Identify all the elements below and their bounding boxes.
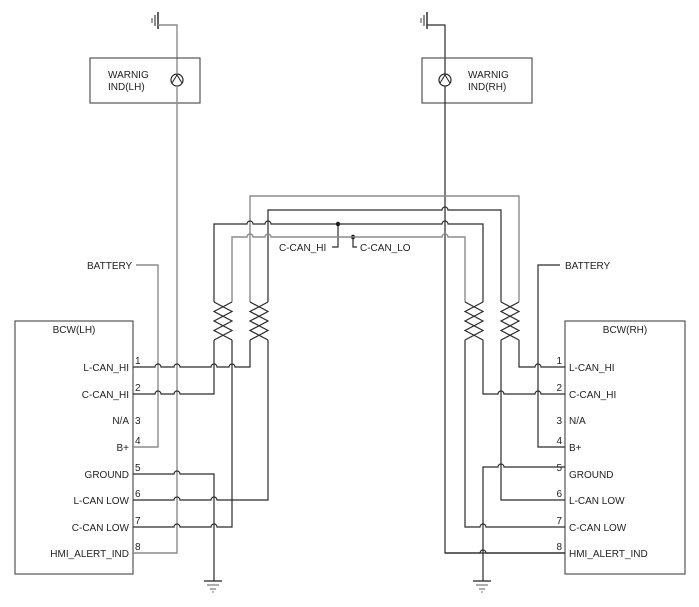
bcw-rh-pin-label: C-CAN_HI	[569, 390, 616, 401]
warning-rh-line2: IND(RH)	[468, 82, 506, 93]
bcw-lh-pin-number: 7	[135, 516, 141, 527]
bcw-lh-pin-number: 5	[135, 463, 141, 474]
bcw-rh-pin-label: L-CAN LOW	[569, 496, 625, 507]
lamp-icon	[438, 73, 452, 87]
twisted-pair-rh-l-can	[499, 301, 521, 341]
warning-indicator-lh: WARNIG IND(LH)	[89, 57, 201, 104]
wire-lh-pin6	[133, 340, 269, 501]
bcw-rh-pin-number: 6	[556, 489, 562, 500]
ground-symbol-bottom-rh	[473, 580, 491, 593]
bcw-lh-module: BCW(LH)	[14, 320, 134, 575]
battery-label-rh: BATTERY	[565, 261, 611, 272]
wire-lh-pin2	[133, 340, 215, 395]
bcw-lh-pin-label: L-CAN LOW	[73, 496, 129, 507]
twisted-pair-lh-l-can	[248, 301, 270, 341]
battery-label-lh: BATTERY	[87, 261, 133, 272]
bcw-lh-pin-label: L-CAN_HI	[83, 363, 129, 374]
bcw-lh-title: BCW(LH)	[53, 325, 96, 336]
bcw-rh-module: BCW(RH)	[564, 320, 686, 575]
bcw-rh-pin-number: 7	[556, 516, 562, 527]
bcw-lh-pin-label: C-CAN LOW	[72, 523, 130, 534]
wire-lh-pin1	[133, 340, 251, 368]
ground-symbol-top-lh	[151, 12, 178, 72]
wire-rh-pin1	[518, 340, 565, 368]
wires	[133, 72, 565, 581]
bcw-lh-pin-number: 4	[135, 436, 141, 447]
warning-lh-line1: WARNIG	[108, 70, 149, 81]
wire-lh-pin7	[133, 340, 233, 528]
bus-hi-leader	[332, 225, 339, 248]
bus-label-c-can-hi: C-CAN_HI	[279, 243, 326, 254]
bcw-lh-pin-number: 6	[135, 489, 141, 500]
warning-indicator-rh: WARNIG IND(RH)	[421, 57, 533, 104]
ground-symbol-top-rh	[420, 12, 446, 72]
bcw-rh-pin-number: 5	[556, 463, 562, 474]
wire-battery-lh	[133, 264, 159, 448]
bcw-rh-pin-number: 1	[556, 356, 562, 367]
wire-c-can-lo-bus	[231, 233, 466, 302]
twisted-pair-lh-c-can	[212, 301, 234, 341]
bcw-rh-pin-label: HMI_ALERT_IND	[569, 549, 648, 560]
lamp-icon	[170, 73, 184, 87]
bcw-rh-pin-label: N/A	[569, 416, 586, 427]
wire-rh-pin7	[464, 340, 565, 528]
wire-lh-pin5	[133, 470, 215, 581]
bcw-rh-pin-label: L-CAN_HI	[569, 363, 615, 374]
bus-label-c-can-lo: C-CAN_LO	[360, 243, 411, 254]
bus-lo-leader	[352, 237, 357, 248]
bcw-lh-pin-label: N/A	[112, 416, 129, 427]
bcw-lh-pin-label: C-CAN_HI	[82, 390, 129, 401]
wire-lamp-lh	[133, 86, 178, 554]
bcw-rh-pin-label: C-CAN LOW	[569, 523, 627, 534]
bcw-rh-pin-label: B+	[569, 443, 582, 454]
bcw-lh-pin-label: GROUND	[85, 470, 129, 481]
wire-rh-pin2	[482, 340, 565, 395]
bcw-rh-pin-number: 4	[556, 436, 562, 447]
warning-lh-line2: IND(LH)	[108, 82, 145, 93]
wire-battery-rh	[537, 264, 565, 448]
wire-l-can-outer	[249, 195, 520, 302]
bcw-rh-title: BCW(RH)	[603, 325, 647, 336]
bcw-lh-pin-number: 2	[135, 383, 141, 394]
wire-l-can-second	[267, 206, 502, 302]
bcw-lh-pin-number: 8	[135, 542, 141, 553]
bcw-rh-pin-label: GROUND	[569, 470, 613, 481]
bcw-lh-pin-label: B+	[116, 443, 129, 454]
wire-rh-pin6	[500, 340, 565, 501]
bcw-rh-pin-number: 8	[556, 542, 562, 553]
bcw-lh-pin-label: HMI_ALERT_IND	[50, 549, 129, 560]
wire-c-can-hi-bus	[213, 220, 484, 302]
bcw-lh-pin-number: 3	[135, 416, 141, 427]
twisted-pair-rh-c-can	[463, 301, 485, 341]
bcw-lh-pin-number: 1	[135, 356, 141, 367]
bcw-rh-pin-number: 2	[556, 383, 562, 394]
ground-symbol-bottom-lh	[204, 580, 222, 593]
wire-rh-pin8-hop	[445, 549, 565, 554]
bcw-rh-pin-number: 3	[556, 416, 562, 427]
warning-rh-line1: WARNIG	[468, 70, 509, 81]
wire-rh-pin5	[482, 463, 565, 581]
